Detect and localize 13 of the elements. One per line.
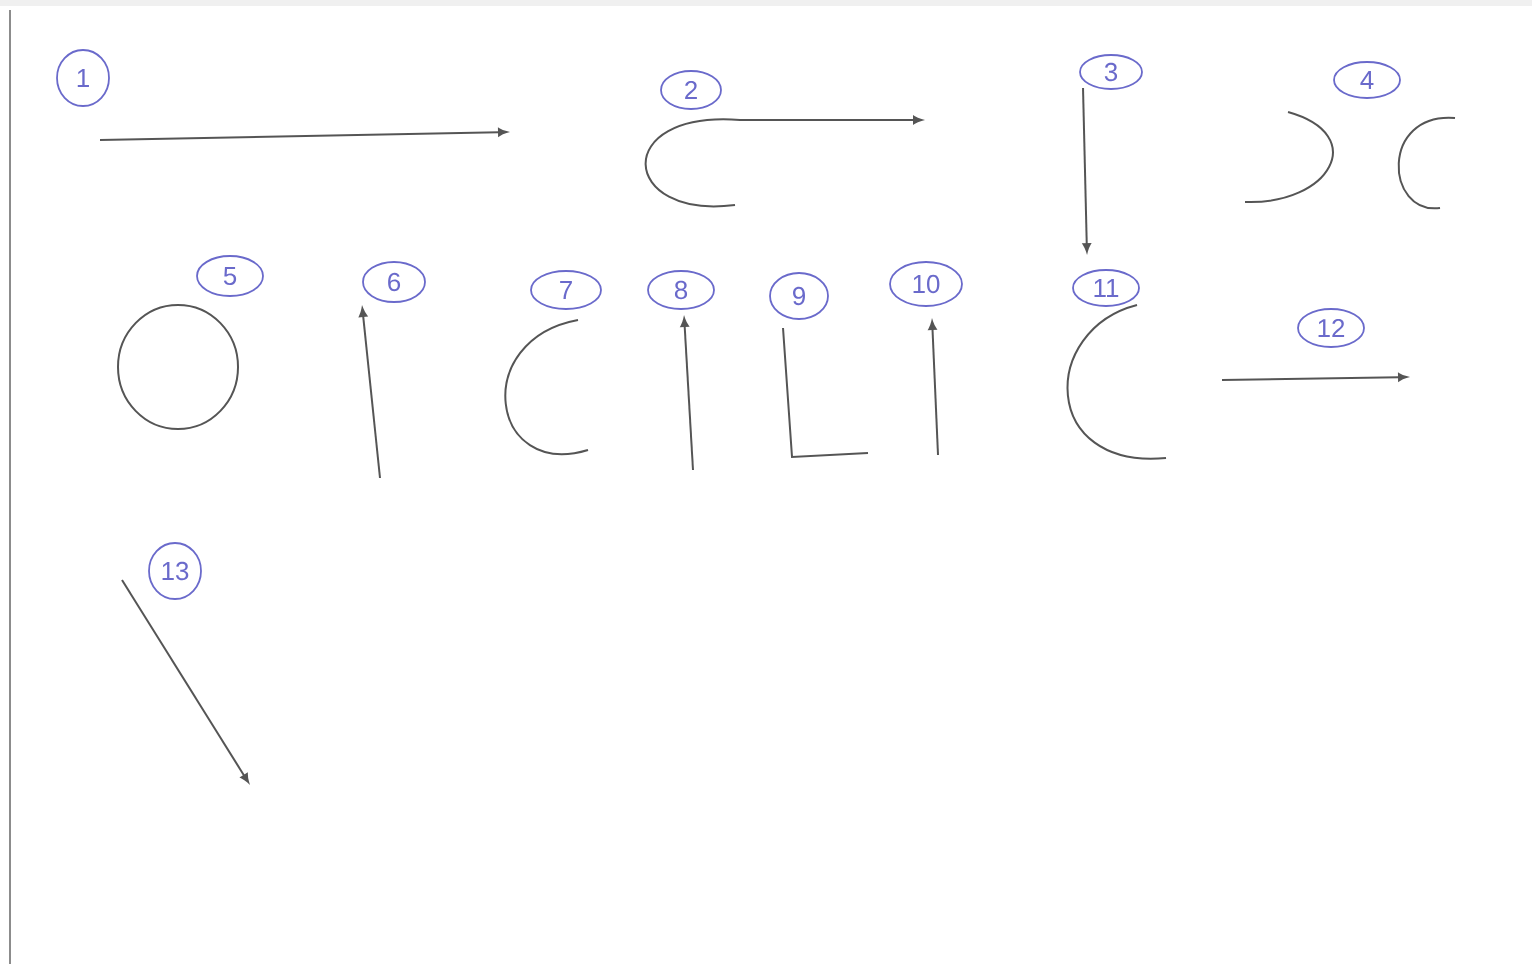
callout-number: 1 (56, 49, 110, 107)
callout-number: 6 (362, 261, 426, 303)
callout-number: 7 (530, 270, 602, 310)
callout-number: 12 (1297, 308, 1365, 348)
callout-number: 13 (148, 542, 202, 600)
callout-number: 8 (647, 270, 715, 310)
callout-number: 5 (196, 255, 264, 297)
callout-number: 3 (1079, 54, 1143, 90)
callout-number: 9 (769, 272, 829, 320)
callout-number: 2 (660, 70, 722, 110)
callout-number: 10 (889, 261, 963, 307)
callout-number: 4 (1333, 61, 1401, 99)
callout-number: 11 (1072, 269, 1140, 307)
